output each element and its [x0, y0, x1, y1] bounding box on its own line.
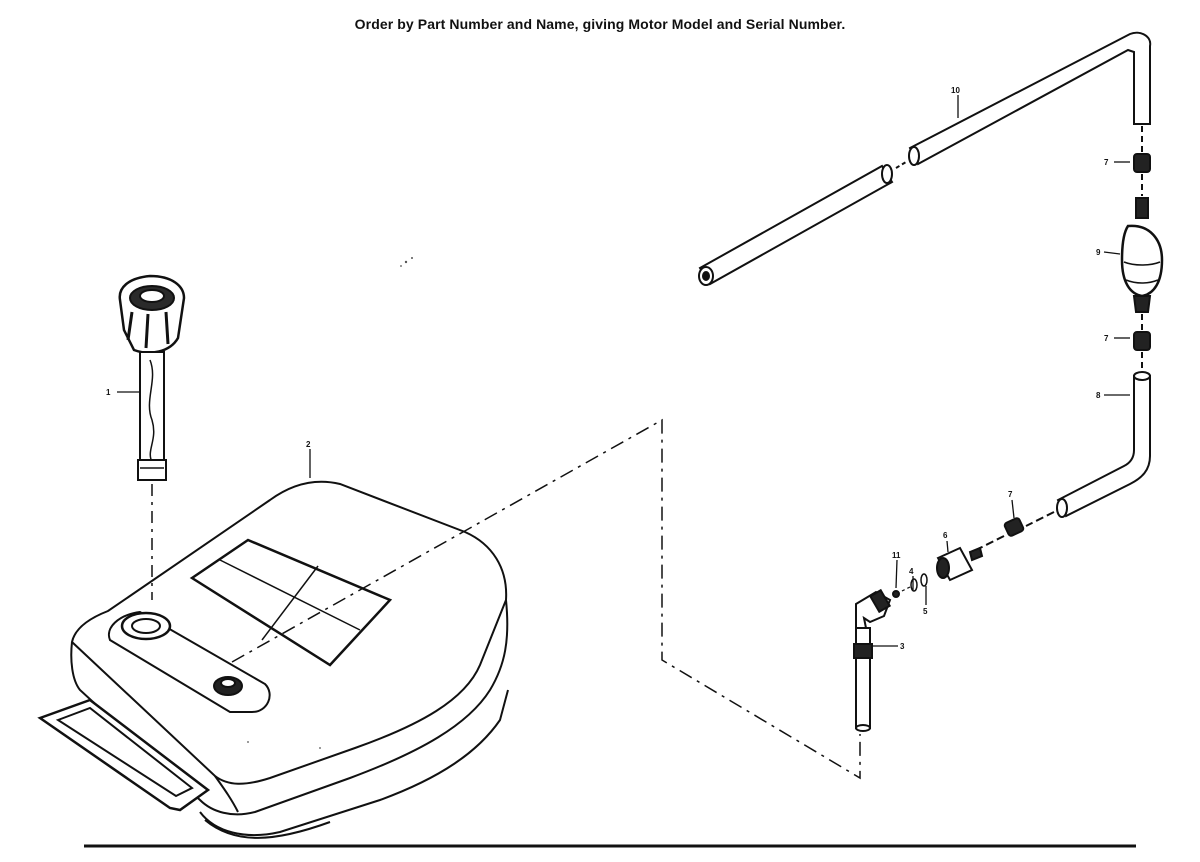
fuel-hose-segment [698, 31, 1152, 286]
primer-bulb [1120, 224, 1164, 298]
callout-10: 10 [951, 86, 960, 95]
hose-right-cut-end [908, 146, 920, 166]
tank-base-skirt [199, 689, 509, 836]
elbow-nut [868, 588, 892, 614]
assembly-leader-line [231, 418, 861, 780]
connector-assembly [853, 546, 984, 732]
callout-8: 8 [1096, 391, 1101, 400]
callout-1: 1 [106, 388, 111, 397]
hose-break-dash-1 [895, 161, 907, 169]
bent-hose [1056, 375, 1151, 518]
pickup-tube-end [855, 724, 871, 732]
pickup-tube-collar [853, 643, 873, 659]
gauge-tube-end [137, 459, 167, 481]
bulb-upper-fitting [1135, 197, 1149, 219]
primer-bulb-train [975, 126, 1164, 551]
tank-front-rim [70, 599, 509, 816]
callout-leaders [117, 95, 1130, 647]
gauge-cap-dial-face [139, 289, 165, 303]
gauge-float-rod [148, 359, 155, 463]
gauge-cap-ribs [126, 311, 170, 349]
tank-top-surface [70, 480, 508, 785]
bulb-lower-fitting [1132, 295, 1152, 313]
fuel-tank [37, 480, 509, 839]
washer-11 [892, 590, 900, 598]
tank-label-divider-h [219, 559, 361, 631]
o-ring-5 [910, 578, 918, 592]
hose-clamp-upper [1133, 153, 1151, 173]
callout-4: 4 [909, 567, 914, 576]
hose-to-clamp-lower-line [1025, 511, 1055, 527]
callout-3: 3 [900, 642, 905, 651]
quick-connector-face [936, 557, 950, 579]
tank-base-line [204, 819, 331, 839]
tank-label-divider-v [261, 565, 319, 641]
tank-corner-edge [214, 775, 239, 813]
callout-11: 11 [892, 551, 901, 560]
callout-labels: 1 2 3 4 5 6 7 7 7 8 9 10 11 [106, 86, 1109, 651]
primer-bulb-shading [1123, 261, 1161, 284]
scan-specks [247, 257, 413, 749]
callout-5: 5 [923, 607, 928, 616]
callout-9: 9 [1096, 248, 1101, 257]
fuel-gauge-assembly [118, 274, 186, 481]
o-ring-4 [920, 573, 928, 587]
bent-hose-end [1056, 498, 1068, 518]
quick-connector-stem [968, 546, 984, 562]
callout-6: 6 [943, 531, 948, 540]
orings-to-washer-line [897, 586, 911, 594]
callout-7-middle: 7 [1104, 334, 1109, 343]
tank-filler-neck-inner [131, 618, 161, 634]
hose-clamp-middle [1133, 331, 1151, 351]
hose-left-end-hole [702, 271, 710, 281]
hose-clamp-lower [1003, 517, 1025, 537]
tank-label-panel [189, 538, 393, 667]
bent-hose-top [1133, 371, 1151, 381]
hose-left-cut-end [881, 164, 893, 184]
hose-right-piece [908, 31, 1152, 166]
callout-2: 2 [306, 440, 311, 449]
callout-7-lower: 7 [1008, 490, 1013, 499]
callout-7-upper: 7 [1104, 158, 1109, 167]
hose-left-piece [698, 164, 894, 286]
page-header: Order by Part Number and Name, giving Mo… [354, 16, 846, 32]
tank-handle-grip [55, 706, 194, 798]
tank-outlet-fitting-top [220, 678, 236, 688]
